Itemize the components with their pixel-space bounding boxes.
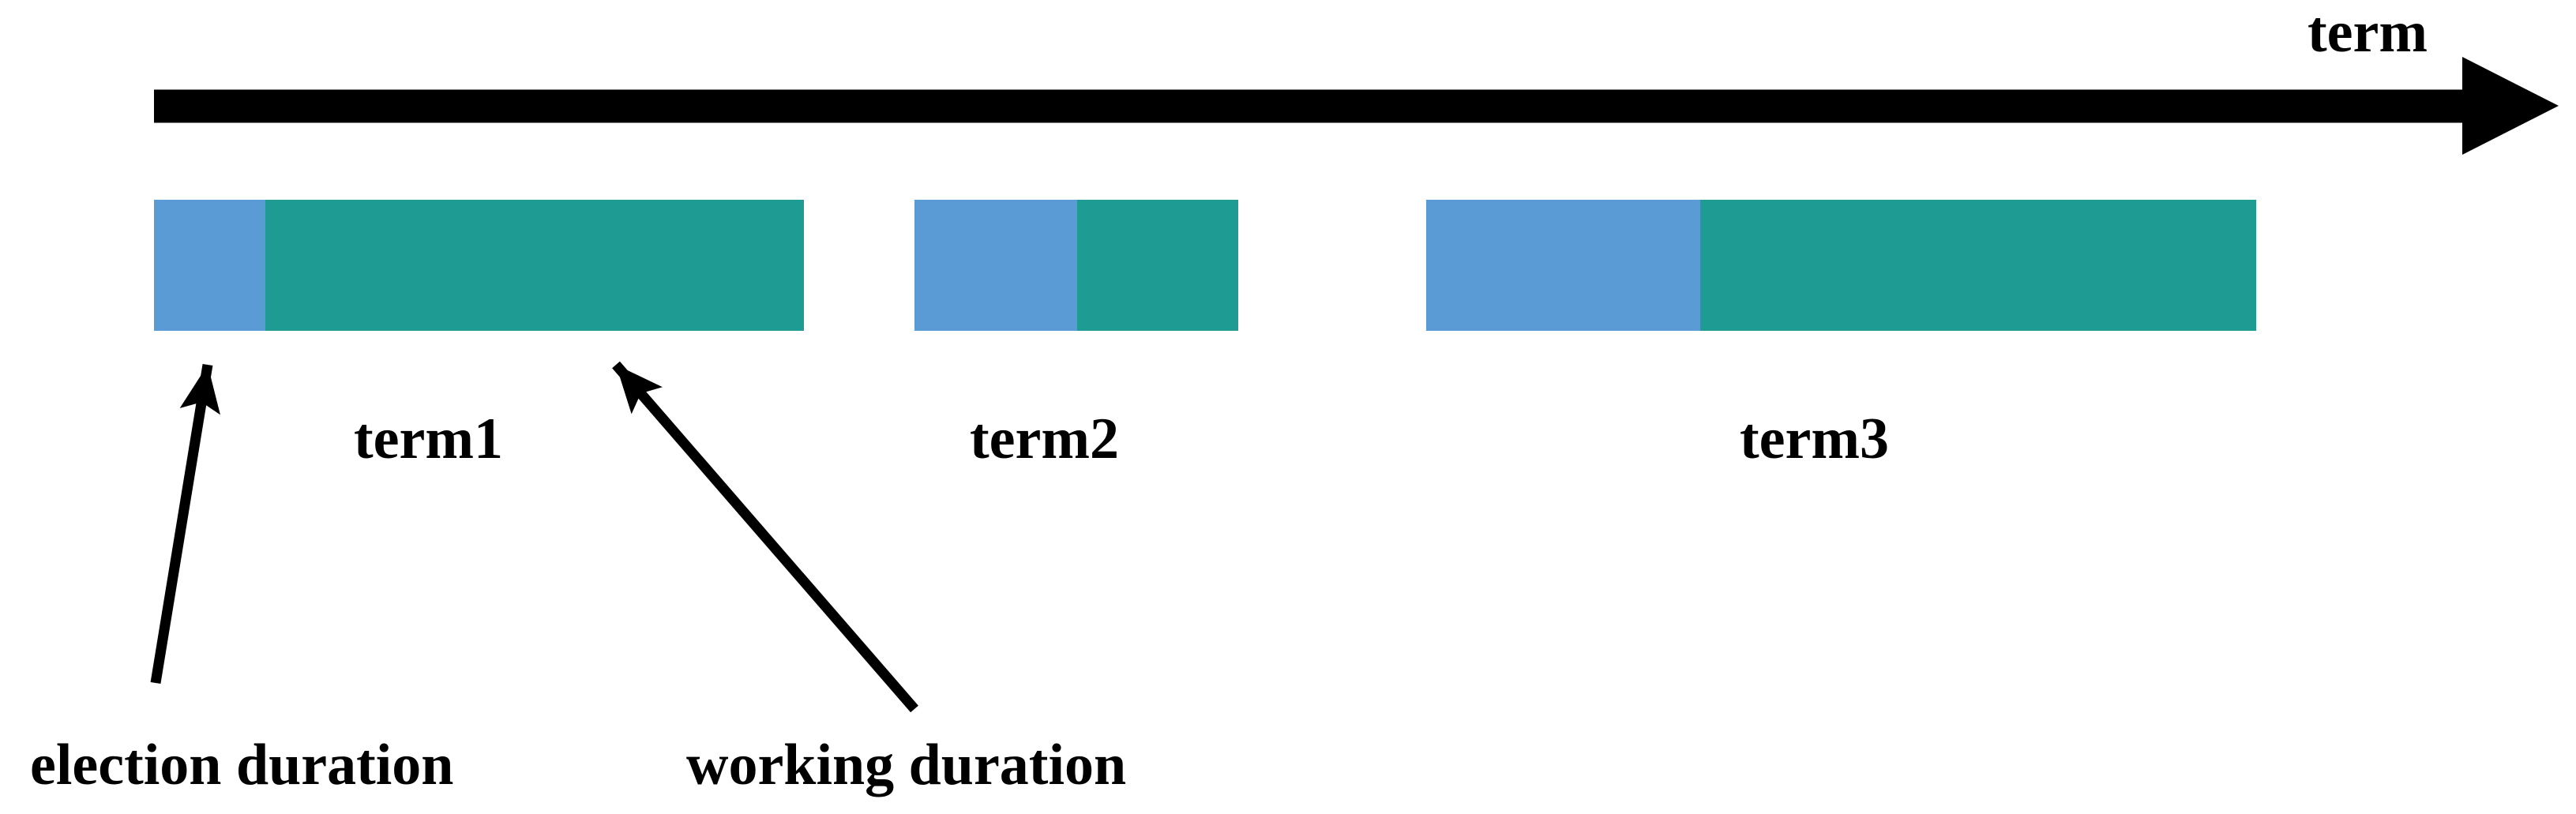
term2-label: term2 [970,407,1119,471]
term1-election-segment [154,200,265,331]
term1-label: term1 [354,407,503,471]
term3-bar [1426,200,2256,331]
working-duration-label: working duration [686,733,1127,797]
term3-election-segment [1426,200,1700,331]
term1-bar [154,200,804,331]
term3-label: term3 [1740,407,1889,471]
term2-election-segment [914,200,1077,331]
term-axis-label: term [2308,0,2428,65]
timeline-arrow [154,57,2559,155]
term2-working-segment [1077,200,1238,331]
election-annotation-arrow [150,363,220,685]
working-annotation-arrow [612,361,918,713]
timeline-arrowhead-icon [2462,57,2559,155]
election-duration-label: election duration [30,733,454,797]
term3-working-segment [1700,200,2256,331]
term1-working-segment [265,200,804,331]
term2-bar [914,200,1238,331]
